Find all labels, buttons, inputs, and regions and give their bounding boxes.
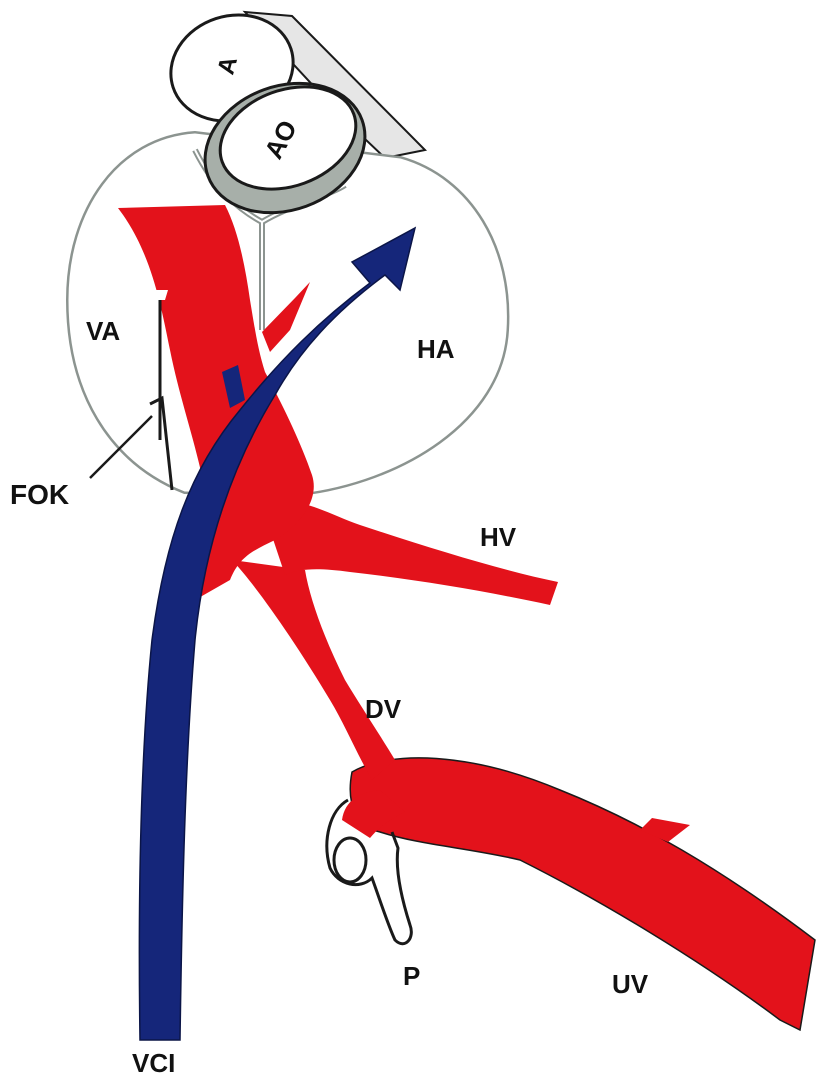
p-label: P [403,961,420,991]
ductus-venosus-red [232,560,395,780]
hv-label: HV [480,522,517,552]
dv-label: DV [365,694,402,724]
fok-label: FOK [10,479,69,510]
uv-label: UV [612,969,649,999]
red-stream-notch [142,290,168,300]
va-label: VA [86,316,120,346]
ha-label: HA [417,334,455,364]
vci-label: VCI [132,1048,175,1078]
portal-loop [334,838,366,882]
